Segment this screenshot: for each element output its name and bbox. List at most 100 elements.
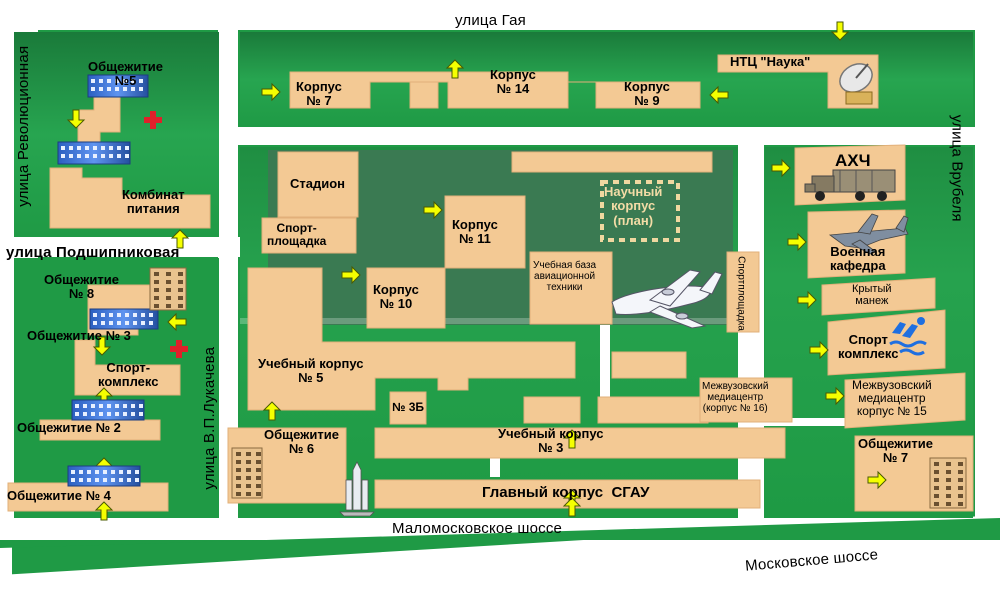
- dorm-window: [946, 470, 951, 474]
- dorm-window: [111, 470, 115, 474]
- dorm-window: [934, 478, 939, 482]
- dorm-window: [101, 146, 105, 150]
- arrow-icon: [797, 290, 817, 310]
- dorm-window: [133, 313, 137, 317]
- dorm-window: [256, 484, 261, 488]
- dorm-icon: [89, 308, 159, 330]
- dorm-window: [141, 321, 145, 325]
- dorm-window: [246, 460, 251, 464]
- street-gaya-label: улица Гая: [455, 12, 526, 29]
- dorm-window: [934, 462, 939, 466]
- dorm-window: [131, 79, 135, 83]
- sports-ground-vertical-label: Спортплощадка: [735, 256, 747, 331]
- dorm-window: [91, 412, 95, 416]
- dorm-window: [125, 154, 129, 158]
- dorm-window: [934, 486, 939, 490]
- arrow-icon: [262, 401, 282, 421]
- street-malomoskovskoe-label: Маломосковское шоссе: [392, 520, 563, 537]
- arrow-icon: [341, 265, 361, 285]
- dorm-window: [101, 313, 105, 317]
- dorm-window: [77, 154, 81, 158]
- dorm-window: [166, 304, 171, 308]
- rocket-icon: [339, 461, 375, 517]
- dorm-window: [958, 470, 963, 474]
- dorm-window: [117, 321, 121, 325]
- dorm-6-label: Общежитие № 6: [264, 427, 339, 457]
- dorm-window: [103, 478, 107, 482]
- dorm-window: [958, 486, 963, 490]
- dorm-window: [946, 462, 951, 466]
- dorm-window: [115, 412, 119, 416]
- arrow-icon: [830, 21, 850, 41]
- building-9-label: Корпус № 9: [624, 79, 670, 109]
- indoor-arena-label: Крытый манеж: [852, 283, 892, 308]
- mediacenter-16-label: Межвузовский медиацентр (корпус № 16): [702, 381, 769, 414]
- dorm-window: [934, 494, 939, 498]
- dorm-window: [109, 313, 113, 317]
- dorm-window: [87, 478, 91, 482]
- dorm-window: [77, 146, 81, 150]
- dorm-window: [166, 288, 171, 292]
- dorm-window: [246, 492, 251, 496]
- dorm-window: [135, 470, 139, 474]
- building-7-label: Корпус № 7: [296, 79, 342, 109]
- arrow-icon: [261, 82, 281, 102]
- dorm-window: [107, 404, 111, 408]
- dorm-window: [236, 452, 241, 456]
- dorm-window: [75, 404, 79, 408]
- dorm-window: [958, 478, 963, 482]
- dorm-window: [149, 321, 153, 325]
- dorm-window: [139, 79, 143, 83]
- sports-ground-label: Спорт- площадка: [267, 221, 327, 249]
- dorm-window: [123, 79, 127, 83]
- dorm-icon: [71, 399, 145, 421]
- buildings: [7, 54, 974, 512]
- dorm-window: [125, 313, 129, 317]
- dorm-window: [139, 87, 143, 91]
- fighter-jet-icon: [828, 213, 909, 255]
- medical-cross-icon: [144, 111, 162, 129]
- dorm-window: [256, 468, 261, 472]
- dorm-window: [946, 478, 951, 482]
- dorm-window: [154, 280, 159, 284]
- dorm-window: [115, 79, 119, 83]
- canteen-label: Комбинат питания: [122, 187, 185, 217]
- dorm-window: [69, 154, 73, 158]
- dorm-window: [109, 154, 113, 158]
- dorm-icon: [231, 447, 263, 499]
- dorm-window: [246, 452, 251, 456]
- military-department-label: Военная кафедра: [830, 244, 886, 274]
- dorm-window: [256, 492, 261, 496]
- swimmer-icon: [889, 317, 927, 356]
- building-14-label: Корпус № 14: [490, 67, 536, 97]
- dorm-window: [123, 87, 127, 91]
- dorm-window: [946, 486, 951, 490]
- dorm-window: [236, 460, 241, 464]
- dorm-window: [178, 272, 183, 276]
- dorm-window: [99, 87, 103, 91]
- dorm-window: [125, 321, 129, 325]
- arrow-icon: [825, 386, 845, 406]
- dorm-window: [246, 476, 251, 480]
- dorm-window: [91, 79, 95, 83]
- dorm-window: [95, 470, 99, 474]
- dorm-window: [107, 79, 111, 83]
- main-building-label: Главный корпус СГАУ: [482, 484, 650, 501]
- dorm-window: [256, 452, 261, 456]
- dorm-window: [117, 313, 121, 317]
- dorm-window: [99, 412, 103, 416]
- dorm-window: [85, 146, 89, 150]
- dorm-window: [115, 404, 119, 408]
- dorm-window: [93, 146, 97, 150]
- academic-building-3-label: Учебный корпус № 3: [498, 426, 604, 456]
- dorm-8-label: Общежитие № 8: [44, 272, 119, 302]
- dorm-window: [109, 321, 113, 325]
- mediacenter-15-label: Межвузовский медиацентр корпус № 15: [852, 378, 932, 419]
- dorm-window: [178, 280, 183, 284]
- dorm-window: [107, 87, 111, 91]
- arrow-icon: [867, 470, 887, 490]
- strip-south: [0, 518, 1000, 548]
- ntc-nauka-label: НТЦ "Наука": [730, 54, 811, 69]
